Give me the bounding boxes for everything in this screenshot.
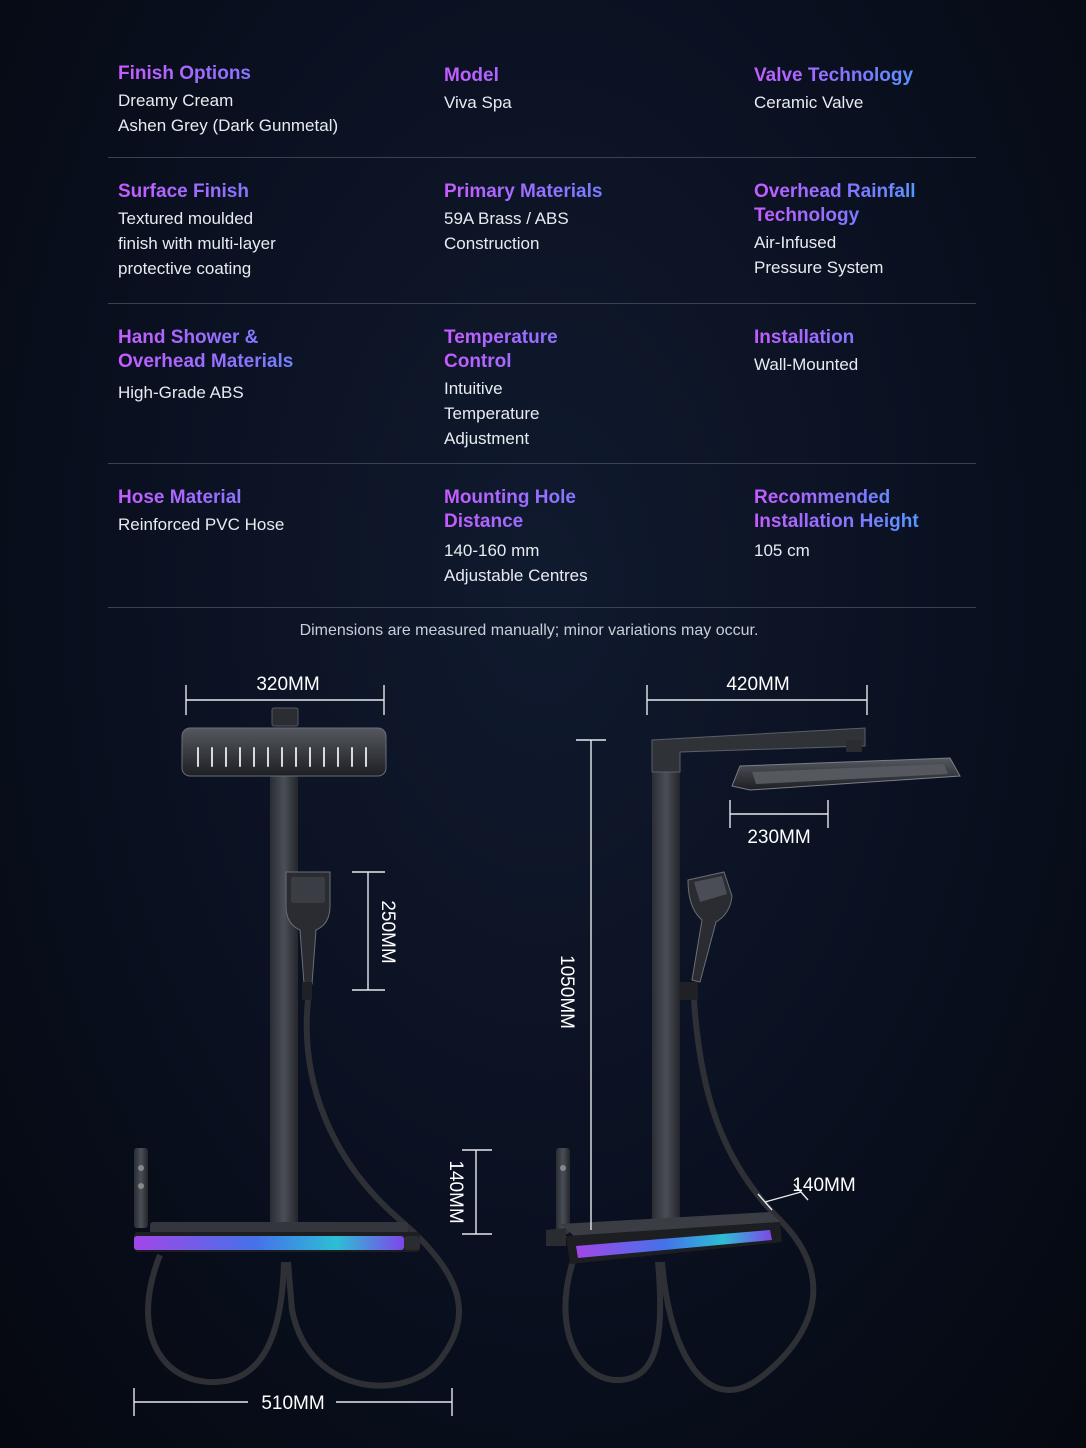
hose	[659, 999, 817, 1393]
dim-side-arm-length: 420MM	[726, 674, 789, 695]
spec-value: 59A Brass / ABS Construction	[444, 209, 569, 253]
spec-cell: Finish Options Dreamy Cream Ashen Grey (…	[108, 62, 434, 157]
spec-value: Textured moulded finish with multi-layer…	[118, 209, 276, 278]
spec-cell: Model Viva Spa	[434, 62, 744, 157]
dim-front-handshower-height: 250MM	[377, 900, 398, 963]
spec-value: Dreamy Cream Ashen Grey (Dark Gunmetal)	[118, 91, 339, 135]
spec-cell: Mounting Hole Distance 140-160 mm Adjust…	[434, 486, 744, 607]
dim-side-hole-spacing: 140MM	[792, 1175, 855, 1196]
overhead-shower-icon	[731, 757, 961, 791]
spec-value: High-Grade ABS	[118, 383, 244, 402]
spec-label: Valve Technology	[754, 64, 976, 88]
spec-label: Hand Shower & Overhead Materials	[118, 326, 434, 374]
dimension-note: Dimensions are measured manually; minor …	[299, 622, 759, 639]
spec-value: Reinforced PVC Hose	[118, 515, 285, 534]
spec-row: Hand Shower & Overhead Materials High-Gr…	[108, 304, 976, 464]
spec-cell: Hand Shower & Overhead Materials High-Gr…	[108, 326, 434, 463]
spec-value: 105 cm	[754, 541, 810, 560]
spec-cell: Surface Finish Textured moulded finish w…	[108, 180, 434, 303]
spec-value: Ceramic Valve	[754, 93, 864, 112]
spec-value: Intuitive Temperature Adjustment	[444, 379, 540, 448]
spec-value: Wall-Mounted	[754, 355, 859, 374]
spec-value: 140-160 mm Adjustable Centres	[444, 541, 588, 585]
spec-row: Hose Material Reinforced PVC Hose Mounti…	[108, 464, 976, 608]
overhead-shower-icon	[181, 727, 387, 777]
dim-side-head-depth: 230MM	[747, 827, 810, 848]
hose	[145, 1253, 287, 1386]
spec-row: Surface Finish Textured moulded finish w…	[108, 158, 976, 304]
spec-value: Viva Spa	[444, 93, 512, 112]
spec-cell: Recommended Installation Height 105 cm	[744, 486, 976, 607]
spec-label: Overhead Rainfall Technology	[754, 180, 976, 228]
side-view	[546, 727, 961, 1393]
spec-label: Model	[444, 64, 744, 88]
spec-label: Primary Materials	[444, 180, 744, 204]
spec-label: Surface Finish	[118, 180, 434, 204]
riser-pipe	[270, 770, 298, 1230]
dim-front-base-width: 510MM	[261, 1393, 324, 1414]
hand-shower-icon	[285, 871, 331, 1000]
tub-spout	[556, 1148, 570, 1234]
connector-icon	[271, 707, 299, 727]
dim-front-hole-spacing: 140MM	[445, 1160, 466, 1223]
spec-cell: Overhead Rainfall Technology Air-Infused…	[744, 180, 976, 303]
spec-cell: Primary Materials 59A Brass / ABS Constr…	[434, 180, 744, 303]
spec-label: Mounting Hole Distance	[444, 486, 744, 534]
riser-pipe	[652, 740, 680, 1230]
spec-cell: Hose Material Reinforced PVC Hose	[108, 486, 434, 607]
spec-label: Finish Options	[118, 62, 434, 86]
dim-front-head-width: 320MM	[256, 674, 319, 695]
spec-label: Recommended Installation Height	[754, 486, 976, 534]
dim-side-height: 1050MM	[556, 955, 577, 1029]
thermostatic-bar	[134, 1222, 420, 1252]
spec-value: Air-Infused Pressure System	[754, 233, 884, 277]
spec-label: Hose Material	[118, 486, 434, 510]
front-view	[134, 707, 462, 1389]
hose	[562, 1257, 664, 1384]
spec-label: Installation	[754, 326, 976, 350]
spec-cell: Temperature Control Intuitive Temperatur…	[434, 326, 744, 463]
spec-row: Finish Options Dreamy Cream Ashen Grey (…	[108, 58, 976, 158]
spec-cell: Valve Technology Ceramic Valve	[744, 62, 976, 157]
hand-shower-icon	[680, 871, 733, 1000]
thermostatic-bar	[546, 1212, 782, 1264]
shower-arm	[651, 727, 866, 773]
spec-cell: Installation Wall-Mounted	[744, 326, 976, 463]
spec-label: Temperature Control	[444, 326, 744, 374]
spec-table: Finish Options Dreamy Cream Ashen Grey (…	[108, 58, 976, 608]
hose	[285, 999, 462, 1389]
